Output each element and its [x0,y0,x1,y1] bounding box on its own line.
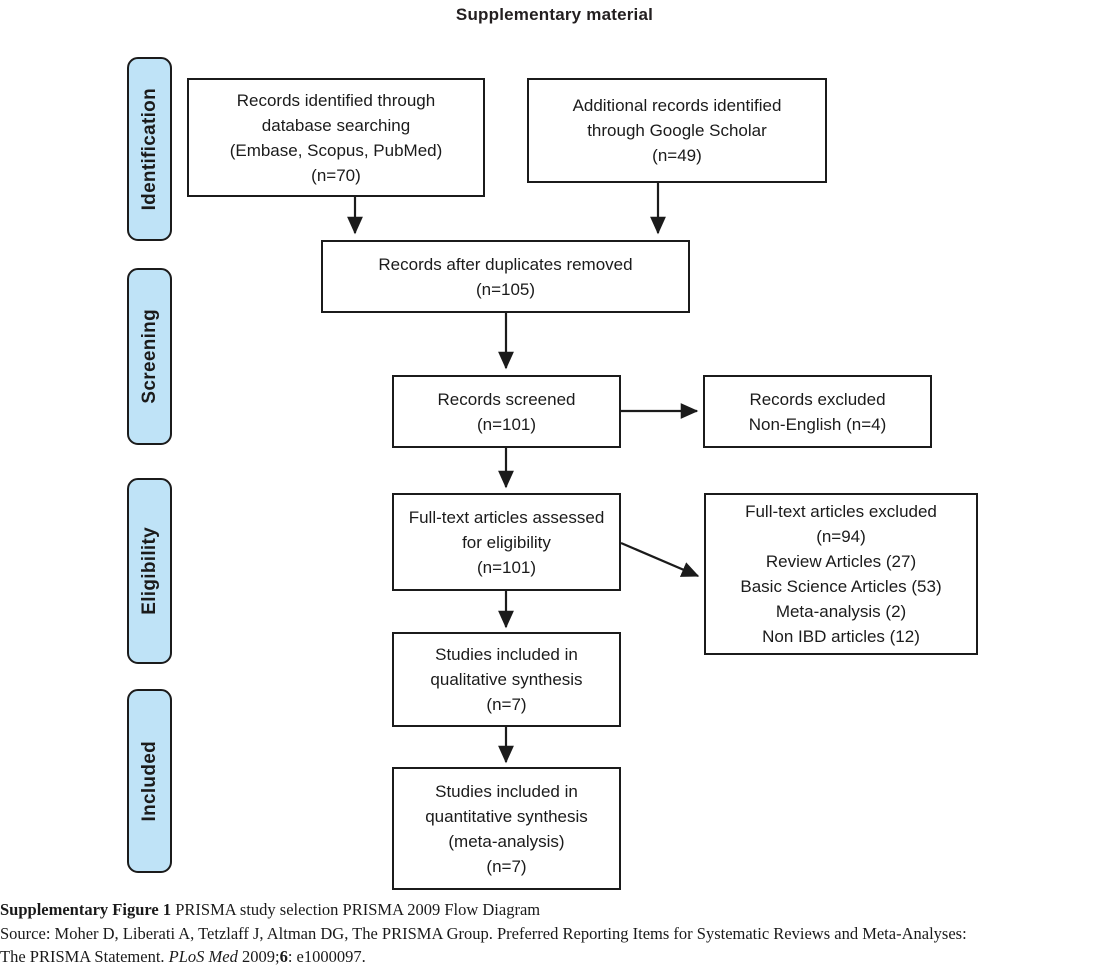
box-records-identified-database[interactable]: Records identified through database sear… [187,78,485,197]
caption-volume: 6 [279,947,288,966]
stage-tab-eligibility-label: Eligibility [138,527,160,615]
caption-line-1: Supplementary Figure 1 PRISMA study sele… [0,898,1105,922]
caption-source-prefix: The PRISMA Statement. [0,947,169,966]
box-records-screened-text: Records screened (n=101) [437,389,576,434]
stage-tab-identification-label: Identification [138,87,160,211]
box-studies-qualitative[interactable]: Studies included in qualitative synthesi… [392,632,621,727]
stage-tab-identification[interactable]: Identification [127,57,172,241]
box-full-text-assessed-text: Full-text articles assessed for eligibil… [408,507,605,577]
box-full-text-excluded-text: Full-text articles excluded (n=94) Revie… [740,502,942,646]
stage-tab-included[interactable]: Included [127,689,172,873]
stage-tab-screening-label: Screening [138,309,160,404]
box-records-after-duplicates-removed[interactable]: Records after duplicates removed (n=105) [321,240,690,313]
box-additional-records-google-scholar-text: Additional records identified through Go… [572,96,782,165]
box-full-text-excluded[interactable]: Full-text articles excluded (n=94) Revie… [704,493,978,655]
box-studies-qualitative-text: Studies included in qualitative synthesi… [430,645,583,714]
stage-tab-included-label: Included [138,740,160,822]
box-records-excluded-text: Records excluded Non-English (n=4) [748,389,887,434]
box-studies-quantitative[interactable]: Studies included in quantitative synthes… [392,767,621,890]
stage-tab-screening[interactable]: Screening [127,268,172,445]
box-records-screened[interactable]: Records screened (n=101) [392,375,621,448]
box-studies-quantitative-text: Studies included in quantitative synthes… [425,781,588,876]
box-full-text-assessed[interactable]: Full-text articles assessed for eligibil… [392,493,621,591]
caption-figure-number: Supplementary Figure 1 [0,900,172,919]
figure-caption: Supplementary Figure 1 PRISMA study sele… [0,898,1105,968]
caption-line-3: The PRISMA Statement. PLoS Med 2009;6: e… [0,945,1105,968]
diagram-canvas: Identification Screening Eligibility Inc… [127,57,978,890]
page-title: Supplementary material [455,5,654,24]
box-records-excluded[interactable]: Records excluded Non-English (n=4) [703,375,932,448]
caption-article-id: : e1000097. [287,947,366,966]
edge-fulltext-to-fulltext-excluded [620,541,700,578]
caption-figure-title: PRISMA study selection PRISMA 2009 Flow … [171,900,541,919]
box-records-identified-database-text: Records identified through database sear… [229,90,443,185]
caption-line-2: Source: Moher D, Liberati A, Tetzlaff J,… [0,923,967,943]
caption-year: 2009; [237,947,280,966]
stage-tab-eligibility[interactable]: Eligibility [127,478,172,664]
box-additional-records-google-scholar[interactable]: Additional records identified through Go… [527,78,827,183]
box-records-after-duplicates-removed-text: Records after duplicates removed (n=105) [378,254,633,299]
caption-journal-name: PLoS Med [168,947,238,966]
